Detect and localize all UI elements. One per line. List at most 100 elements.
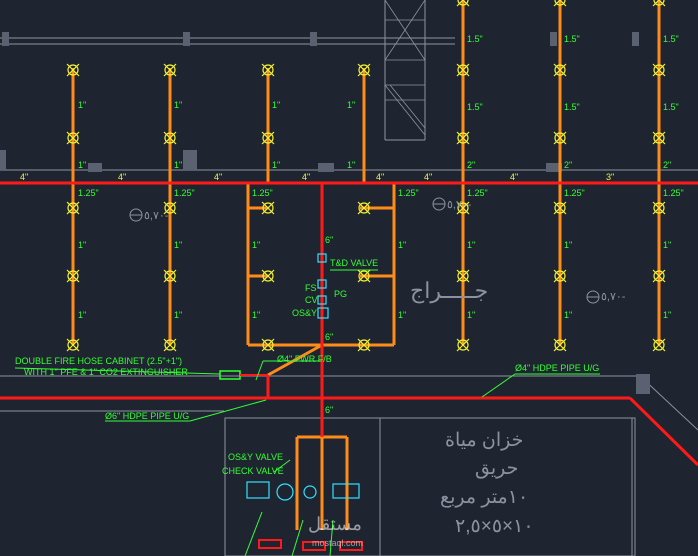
pipe-size-label: 1" [398,240,406,250]
pipe-size-label: 1" [467,310,475,320]
td-valve-label: T&D VALVE [330,258,378,268]
pipe-size-label: 6" [325,332,333,342]
pipe-size-label: 1" [272,100,280,110]
pipe-size-label: 1" [78,160,86,170]
pipe-size-label: 1" [663,240,671,250]
sprinkler-head-icon [553,0,567,7]
watermark: مستقل mostaql.com [308,514,363,548]
pipe-size-labels: 4" 4" 4" 4" 4" 4" 4" 3" 1" 1" 1.25" 1" 1… [20,34,684,415]
watermark-url: mostaql.com [312,538,363,548]
pipe-size-label: 6" [325,235,333,245]
column-blocks [0,32,650,394]
sprinkler-head-icon [163,269,177,283]
sprinkler-head-icon [456,269,470,283]
pipe-size-label: 1.25" [663,188,684,198]
sprinkler-head-icon [66,201,80,215]
branch-pipes [71,0,661,530]
pipe-size-label: 1.25" [398,188,419,198]
sprinkler-head-icon [261,131,275,145]
callout-leaders [14,269,600,556]
sprinkler-head-icon [261,338,275,352]
level-marker-icons [129,197,600,304]
pipe-size-label: 1" [174,100,182,110]
pump-pads [258,539,363,551]
pipe-size-label: 4" [424,172,432,182]
sprinkler-head-icon [652,338,666,352]
tank-label: ١٠×٥×٢,٥ [455,516,534,537]
pipe-size-label: 1.25" [252,188,273,198]
sprinkler-head-icon [456,338,470,352]
pipe-size-label: 1" [78,100,86,110]
sprinkler-head-icon [553,338,567,352]
pipe-size-label: 1.5" [467,34,483,44]
pipe-size-label: 1" [564,240,572,250]
pipe-size-label: 1" [174,310,182,320]
pipe-size-label: 3" [606,172,614,182]
valve-labels: T&D VALVE FS CV PG OS&Y OS&Y VALVE CHECK… [222,258,378,476]
pipe-size-label: 4" [118,172,126,182]
osy-label: OS&Y [292,308,317,318]
sprinkler-head-icon [652,269,666,283]
room-labels: جـــــراج ٥,٧٠- ٥,٧٠- ٥,٧٠- خزان مياة حر… [144,199,626,537]
pg-label: PG [334,289,347,299]
fwr-callout: Ø4" FWR F/B [277,354,332,364]
pipe-size-label: 1.5" [467,102,483,112]
pipe-size-label: 1" [467,240,475,250]
pipe-size-label: 1.5" [663,102,679,112]
pipe-size-label: 1" [252,240,260,250]
sprinkler-head-icon [66,269,80,283]
cv-label: CV [305,295,318,305]
pipe-size-label: 1" [174,160,182,170]
sprinkler-head-icon [66,131,80,145]
sprinkler-head-icon [456,131,470,145]
sprinkler-head-icon [163,63,177,77]
tank-label: خزان مياة [445,430,523,451]
pipe-size-label: 1" [78,310,86,320]
sprinkler-head-icon [66,63,80,77]
callouts: DOUBLE FIRE HOSE CABINET (2.5"+1") WITH … [15,354,599,421]
sprinkler-head-icon [163,201,177,215]
watermark-text: مستقل [308,514,362,534]
sprinkler-head-icon [652,131,666,145]
sprinkler-head-icon [261,63,275,77]
garage-label: جـــــراج [410,278,488,304]
sprinkler-head-icon [652,63,666,77]
pipe-size-label: 4" [20,172,28,182]
pipe-size-label: 1.25" [564,188,585,198]
pipe-size-label: 1.5" [564,34,580,44]
sprinkler-head-icon [357,269,371,283]
pipe-size-label: 1.5" [663,34,679,44]
sprinkler-head-icon [456,0,470,7]
pipe-size-label: 1" [398,310,406,320]
pipe-size-label: 1.25" [174,188,195,198]
hdpe4-callout: Ø4" HDPE PIPE U/G [515,363,599,373]
fire-cabinet-callout: DOUBLE FIRE HOSE CABINET (2.5"+1") [15,356,182,366]
sprinkler-head-icon [553,269,567,283]
pipe-size-label: 1" [564,310,572,320]
fire-cabinet-callout: WITH 1" PFE & 1" CO2 EXTINGUISHER [24,367,188,377]
sprinkler-heads [66,0,666,352]
pipe-size-label: 1.25" [467,188,488,198]
pipe-size-label: 1" [663,310,671,320]
pipe-size-label: 1" [78,240,86,250]
sprinkler-head-icon [163,338,177,352]
level-label: ٥,٧٠- [447,199,472,211]
fire-hose-cabinet [219,370,241,380]
sprinkler-head-icon [261,201,275,215]
pipe-size-label: 4" [214,172,222,182]
stair-hatch [384,0,426,136]
sprinkler-head-icon [553,201,567,215]
pipe-size-label: 4" [302,172,310,182]
pump-schematic [246,253,360,501]
tank-label: حريق [475,458,518,479]
pipe-size-label: 1.25" [78,188,99,198]
sprinkler-head-icon [261,269,275,283]
pipe-size-label: 1" [174,240,182,250]
sprinkler-head-icon [163,131,177,145]
sprinkler-head-icon [652,0,666,7]
sprinkler-head-icon [553,63,567,77]
pipe-size-label: 4" [376,172,384,182]
